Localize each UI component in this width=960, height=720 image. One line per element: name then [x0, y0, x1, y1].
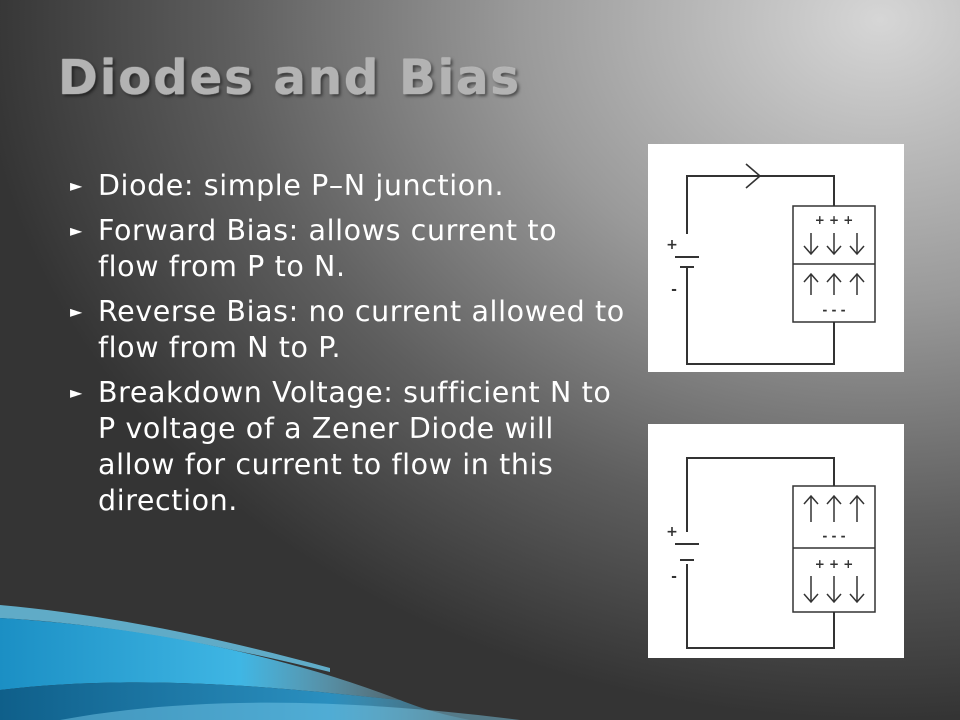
p-region-charges: - - -	[822, 529, 845, 543]
n-region-charges: + + +	[815, 557, 854, 571]
bullet-text: Diode: simple P–N junction.	[98, 169, 505, 202]
reverse-bias-diagram: + - - - - + + +	[648, 424, 904, 658]
battery-plus-label: +	[666, 524, 678, 540]
bullet-item: ► Reverse Bias: no current allowed to fl…	[70, 294, 625, 366]
diode-junction-box	[792, 485, 876, 613]
bullet-text: Forward Bias: allows current to flow fro…	[98, 214, 558, 283]
circuit-wire	[686, 564, 835, 649]
arrow-bullet-icon: ►	[70, 221, 83, 240]
arrow-bullet-icon: ►	[70, 383, 83, 402]
bullet-item: ► Breakdown Voltage: sufficient N to P v…	[70, 375, 625, 519]
bullet-list: ► Diode: simple P–N junction. ► Forward …	[70, 168, 625, 528]
battery-minus-label: -	[671, 569, 677, 585]
battery-minus-label: -	[671, 282, 677, 298]
arrow-bullet-icon: ►	[70, 176, 83, 195]
current-arrow-icon	[745, 163, 762, 189]
n-region-charges: - - -	[822, 303, 845, 317]
bullet-text: Breakdown Voltage: sufficient N to P vol…	[98, 376, 612, 517]
p-region-charges: + + +	[815, 213, 854, 227]
reverse-bias-circuit: + - - - - + + +	[666, 457, 876, 649]
battery-plus-label: +	[666, 237, 678, 253]
arrow-bullet-icon: ►	[70, 302, 83, 321]
bullet-item: ► Diode: simple P–N junction.	[70, 168, 625, 204]
bullet-text: Reverse Bias: no current allowed to flow…	[98, 295, 625, 364]
slide-title: Diodes and Bias	[58, 50, 522, 106]
bullet-item: ► Forward Bias: allows current to flow f…	[70, 213, 625, 285]
circuit-wire	[686, 266, 835, 365]
forward-bias-diagram: + - + + + - - -	[648, 144, 904, 372]
circuit-wire	[686, 457, 835, 532]
forward-bias-circuit: + - + + + - - -	[666, 163, 876, 365]
